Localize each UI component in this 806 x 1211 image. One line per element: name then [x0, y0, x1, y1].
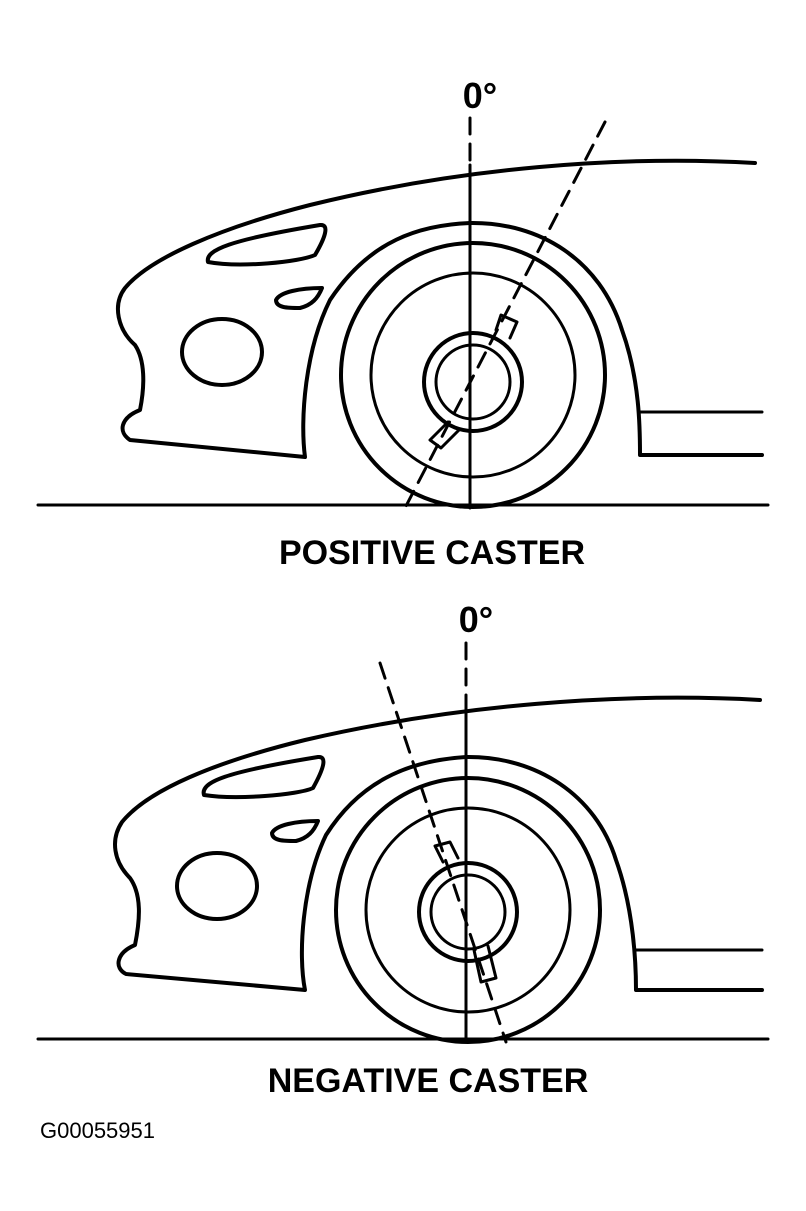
rim [369, 271, 577, 479]
hub-outer [417, 861, 519, 963]
hub-outer [422, 331, 524, 433]
angle-label: 0° [459, 599, 493, 640]
rim [364, 806, 572, 1014]
upper-mount-tab [433, 840, 460, 864]
diagram-caption: POSITIVE CASTER [279, 534, 585, 572]
steering-axis-line [403, 120, 607, 510]
headlamp [205, 223, 328, 267]
hub-inner [429, 873, 507, 951]
tire-outer [334, 776, 602, 1044]
fog-lamp [180, 317, 264, 387]
hub-inner [434, 343, 512, 421]
diagram-caption: NEGATIVE CASTER [268, 1062, 589, 1100]
steering-axis-line [378, 661, 508, 1044]
positive-caster-diagram: 0° POSITIVE CASTER [36, 75, 770, 572]
figure-code: G00055951 [40, 1118, 155, 1143]
side-marker-lamp [274, 286, 324, 310]
lower-mount-tab [472, 944, 498, 984]
car-body-outline [113, 695, 764, 992]
tire-outer [339, 241, 607, 509]
headlamp [201, 755, 326, 800]
lower-mount-tab [428, 420, 461, 450]
side-marker-lamp [270, 819, 320, 843]
angle-label: 0° [463, 75, 497, 116]
car-body-outline [116, 158, 764, 459]
fog-lamp [175, 851, 259, 921]
upper-mount-tab [494, 313, 519, 340]
negative-caster-diagram: 0° NEGATIVE CASTER [36, 599, 770, 1100]
